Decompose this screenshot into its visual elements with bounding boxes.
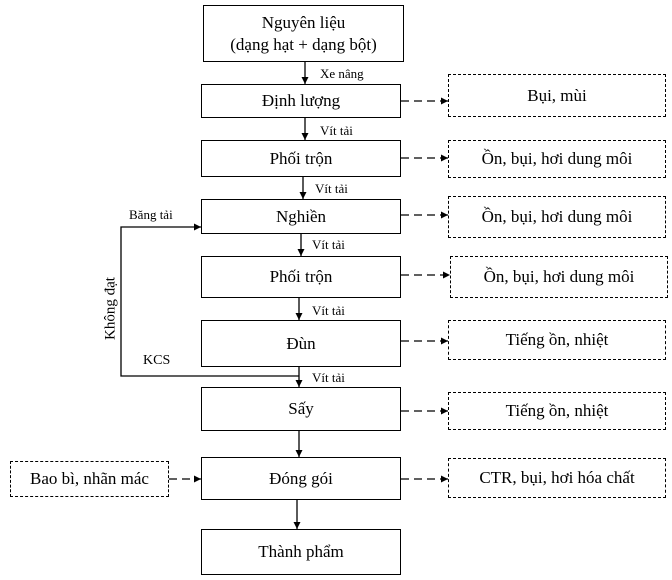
label-vit-tai-2: Vít tải <box>315 181 348 196</box>
label-kcs: KCS <box>143 353 171 368</box>
label-vit-tai-1: Vít tải <box>320 123 353 138</box>
emission-phoi-tron-1: Ồn, bụi, hơi dung môi <box>448 140 666 178</box>
step-dun: Đùn <box>201 320 401 367</box>
label-xe-nang: Xe nâng <box>320 66 364 81</box>
label-bang-tai: Băng tải <box>129 207 173 222</box>
emission-dinh-luong: Bụi, mùi <box>448 74 666 117</box>
step-phoi-tron-2: Phối trộn <box>201 256 401 298</box>
step-raw-materials-line2: (dạng hạt + dạng bột) <box>230 34 377 54</box>
arrow-recycle-loop <box>120 223 299 377</box>
step-say: Sấy <box>201 387 401 431</box>
label-vit-tai-3: Vít tải <box>312 237 345 252</box>
label-vit-tai-4: Vít tải <box>312 303 345 318</box>
input-bao-bi: Bao bì, nhãn mác <box>10 461 169 497</box>
emission-nghien: Ồn, bụi, hơi dung môi <box>448 196 666 238</box>
label-khong-dat: Không đạt <box>102 277 119 340</box>
emission-dong-goi: CTR, bụi, hơi hóa chất <box>448 458 666 498</box>
step-raw-materials-line1: Nguyên liệu <box>261 12 346 32</box>
emission-say: Tiếng ồn, nhiệt <box>448 392 666 430</box>
step-phoi-tron-1: Phối trộn <box>201 140 401 177</box>
emission-phoi-tron-2: Ồn, bụi, hơi dung môi <box>450 256 668 298</box>
step-dinh-luong: Định lượng <box>201 84 401 118</box>
step-raw-materials: Nguyên liệu (dạng hạt + dạng bột) <box>203 5 404 62</box>
label-vit-tai-5: Vít tải <box>312 370 345 385</box>
step-thanh-pham: Thành phẩm <box>201 529 401 575</box>
step-nghien: Nghiền <box>201 199 401 234</box>
step-dong-goi: Đóng gói <box>201 457 401 500</box>
emission-dun: Tiếng ồn, nhiệt <box>448 320 666 360</box>
